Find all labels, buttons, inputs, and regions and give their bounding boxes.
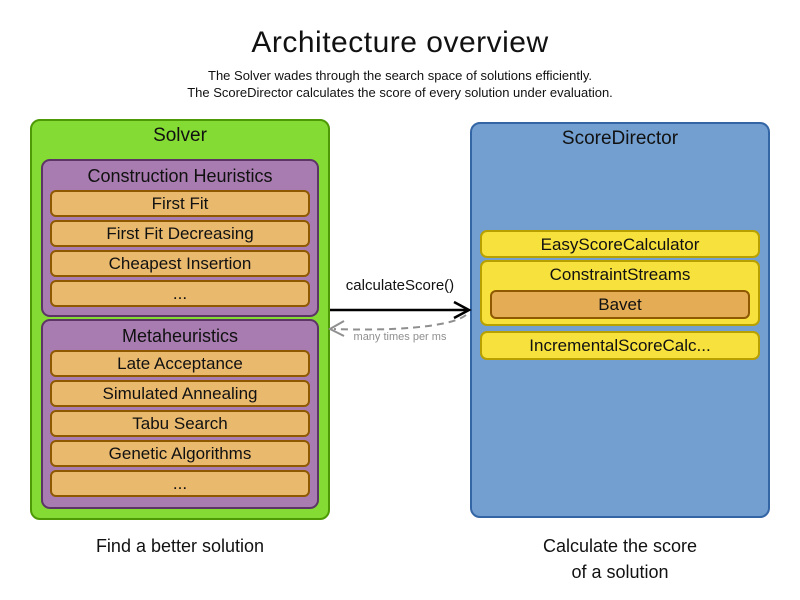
metaheuristics-title: Metaheuristics	[121, 326, 239, 346]
subtitle-line-2: The ScoreDirector calculates the score o…	[187, 85, 613, 100]
calculate-score-label: calculateScore()	[345, 277, 455, 294]
construction-heuristics-title: Construction Heuristics	[87, 166, 273, 186]
score-director-caption-line-2: of a solution	[571, 562, 669, 582]
construction-heuristics-group: Construction Heuristics First Fit First …	[41, 159, 319, 317]
many-times-per-ms-label: many times per ms	[353, 331, 447, 343]
dashed-arrowhead-icon	[327, 320, 345, 337]
score-director-title: ScoreDirector	[561, 128, 679, 149]
solver-title: Solver	[153, 125, 207, 146]
solver-caption: Find a better solution	[95, 536, 265, 556]
calculate-score-arrows	[327, 300, 472, 337]
metaheuristic-item-genetic-algorithms: Genetic Algorithms	[50, 440, 310, 467]
heuristic-item-cheapest-insertion: Cheapest Insertion	[50, 250, 310, 277]
metaheuristic-item-tabu-search: Tabu Search	[50, 410, 310, 437]
constraint-streams-label: ConstraintStreams	[549, 265, 691, 284]
metaheuristic-item-late-acceptance: Late Acceptance	[50, 350, 310, 377]
subtitle-line-1: The Solver wades through the search spac…	[208, 68, 592, 83]
solver-box: Solver Construction Heuristics First Fit…	[30, 119, 330, 520]
incremental-score-calculator-box: IncrementalScoreCalc...	[480, 331, 760, 360]
easy-score-calculator-box: EasyScoreCalculator	[480, 230, 760, 258]
dashed-return-arrow-line	[333, 314, 467, 331]
solid-arrowhead-icon	[453, 300, 472, 320]
heuristic-item-ellipsis: ...	[50, 280, 310, 307]
bavet-box: Bavet	[490, 290, 750, 319]
page-title: Architecture overview	[251, 26, 549, 59]
score-director-box: ScoreDirector EasyScoreCalculator Constr…	[470, 122, 770, 518]
metaheuristic-item-simulated-annealing: Simulated Annealing	[50, 380, 310, 407]
score-director-caption-line-1: Calculate the score	[542, 536, 698, 556]
constraint-streams-box: ConstraintStreams Bavet	[480, 260, 760, 326]
heuristic-item-first-fit-decreasing: First Fit Decreasing	[50, 220, 310, 247]
metaheuristics-group: Metaheuristics Late Acceptance Simulated…	[41, 319, 319, 509]
score-director-caption: Calculate the score of a solution	[470, 533, 770, 585]
heuristic-item-first-fit: First Fit	[50, 190, 310, 217]
metaheuristic-item-ellipsis: ...	[50, 470, 310, 497]
